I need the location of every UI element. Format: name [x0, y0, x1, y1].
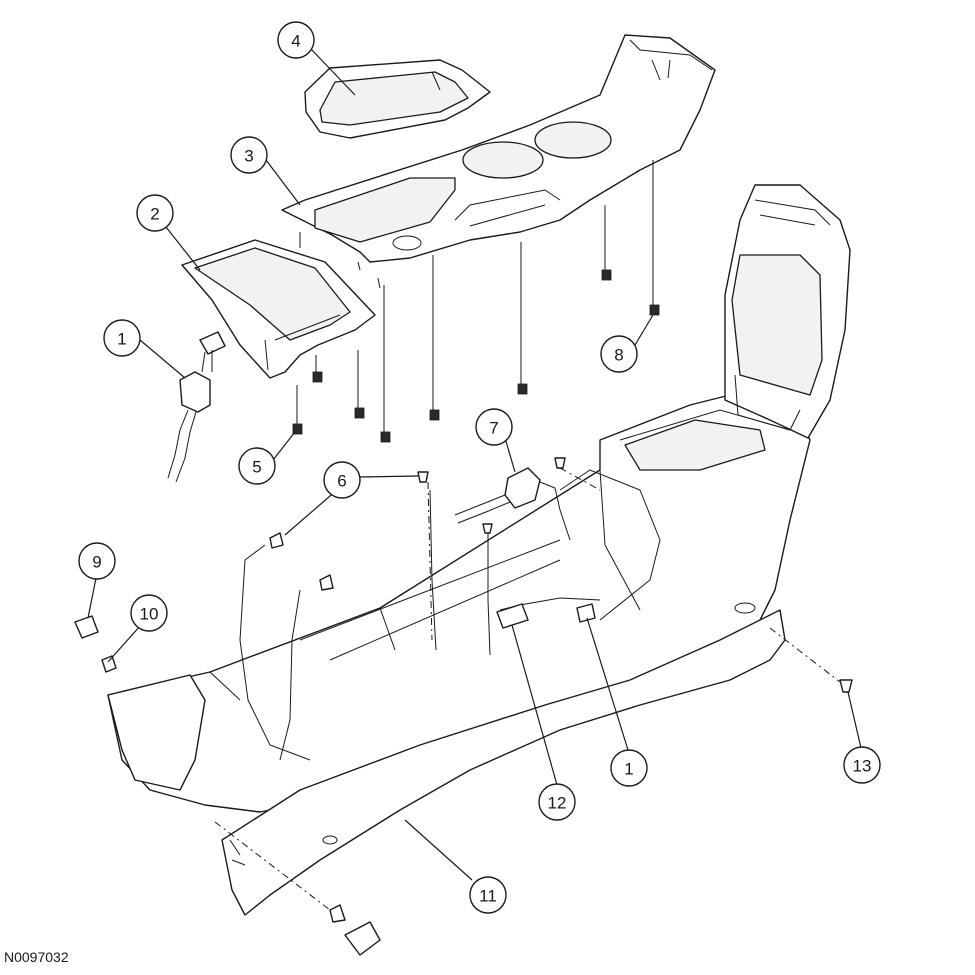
callout-2: 2 [136, 194, 174, 232]
callout-number: 12 [548, 794, 567, 813]
callout-number: 6 [337, 472, 346, 491]
clip [312, 371, 323, 383]
screw [839, 679, 853, 693]
console-top-trim-panel [281, 34, 716, 289]
clip [517, 383, 528, 395]
fasteners [269, 457, 853, 956]
screw [319, 574, 334, 591]
callout-11: 11 [469, 876, 507, 914]
callout-9: 9 [78, 542, 116, 580]
screw [482, 523, 493, 534]
wiring-harness-connector [454, 467, 571, 541]
callout-1-lower: 1 [610, 749, 648, 787]
callout-8: 8 [600, 335, 638, 373]
clip [354, 407, 365, 419]
callout-5: 5 [238, 447, 276, 485]
callout-number: 5 [252, 458, 261, 477]
callout-number: 10 [140, 605, 159, 624]
callout-12: 12 [538, 783, 576, 821]
plug-cap [344, 921, 381, 956]
callout-number: 13 [853, 757, 872, 776]
callout-13: 13 [843, 746, 881, 784]
callout-number: 9 [92, 553, 101, 572]
cupholder-front [462, 141, 544, 179]
console-side-panel [221, 609, 786, 916]
clip [429, 409, 440, 421]
callout-number: 7 [489, 419, 498, 438]
cupholder-rear [534, 121, 612, 159]
callout-number: 2 [150, 205, 159, 224]
figure-id: N0097032 [4, 949, 69, 965]
callout-number: 4 [291, 32, 300, 51]
callout-number: 1 [117, 330, 126, 349]
callout-number: 3 [244, 147, 253, 166]
callout-10: 10 [130, 594, 168, 632]
screw [269, 532, 284, 549]
connector-harness-upper [167, 331, 226, 483]
clip [649, 304, 660, 316]
installation-lines [214, 467, 841, 911]
retaining-clips [292, 160, 660, 443]
screw [554, 457, 566, 469]
shifter-bezel [304, 59, 491, 139]
armrest-lid [724, 184, 851, 439]
callout-4: 4 [277, 21, 315, 59]
callout-1-upper: 1 [103, 319, 141, 357]
callout-7: 7 [475, 408, 513, 446]
storage-tray [181, 239, 376, 379]
screw [329, 904, 346, 923]
callout-3: 3 [230, 136, 268, 174]
console-body [107, 394, 811, 813]
callout-number: 1 [624, 760, 633, 779]
callout-number: 8 [614, 346, 623, 365]
console-end-cap [74, 615, 206, 791]
shifter-opening [314, 177, 456, 243]
clip [601, 269, 612, 281]
callout-number: 11 [479, 887, 497, 906]
screw [417, 471, 429, 483]
clip [380, 431, 391, 443]
callout-6: 6 [323, 461, 361, 499]
connectors-lower [496, 603, 596, 629]
